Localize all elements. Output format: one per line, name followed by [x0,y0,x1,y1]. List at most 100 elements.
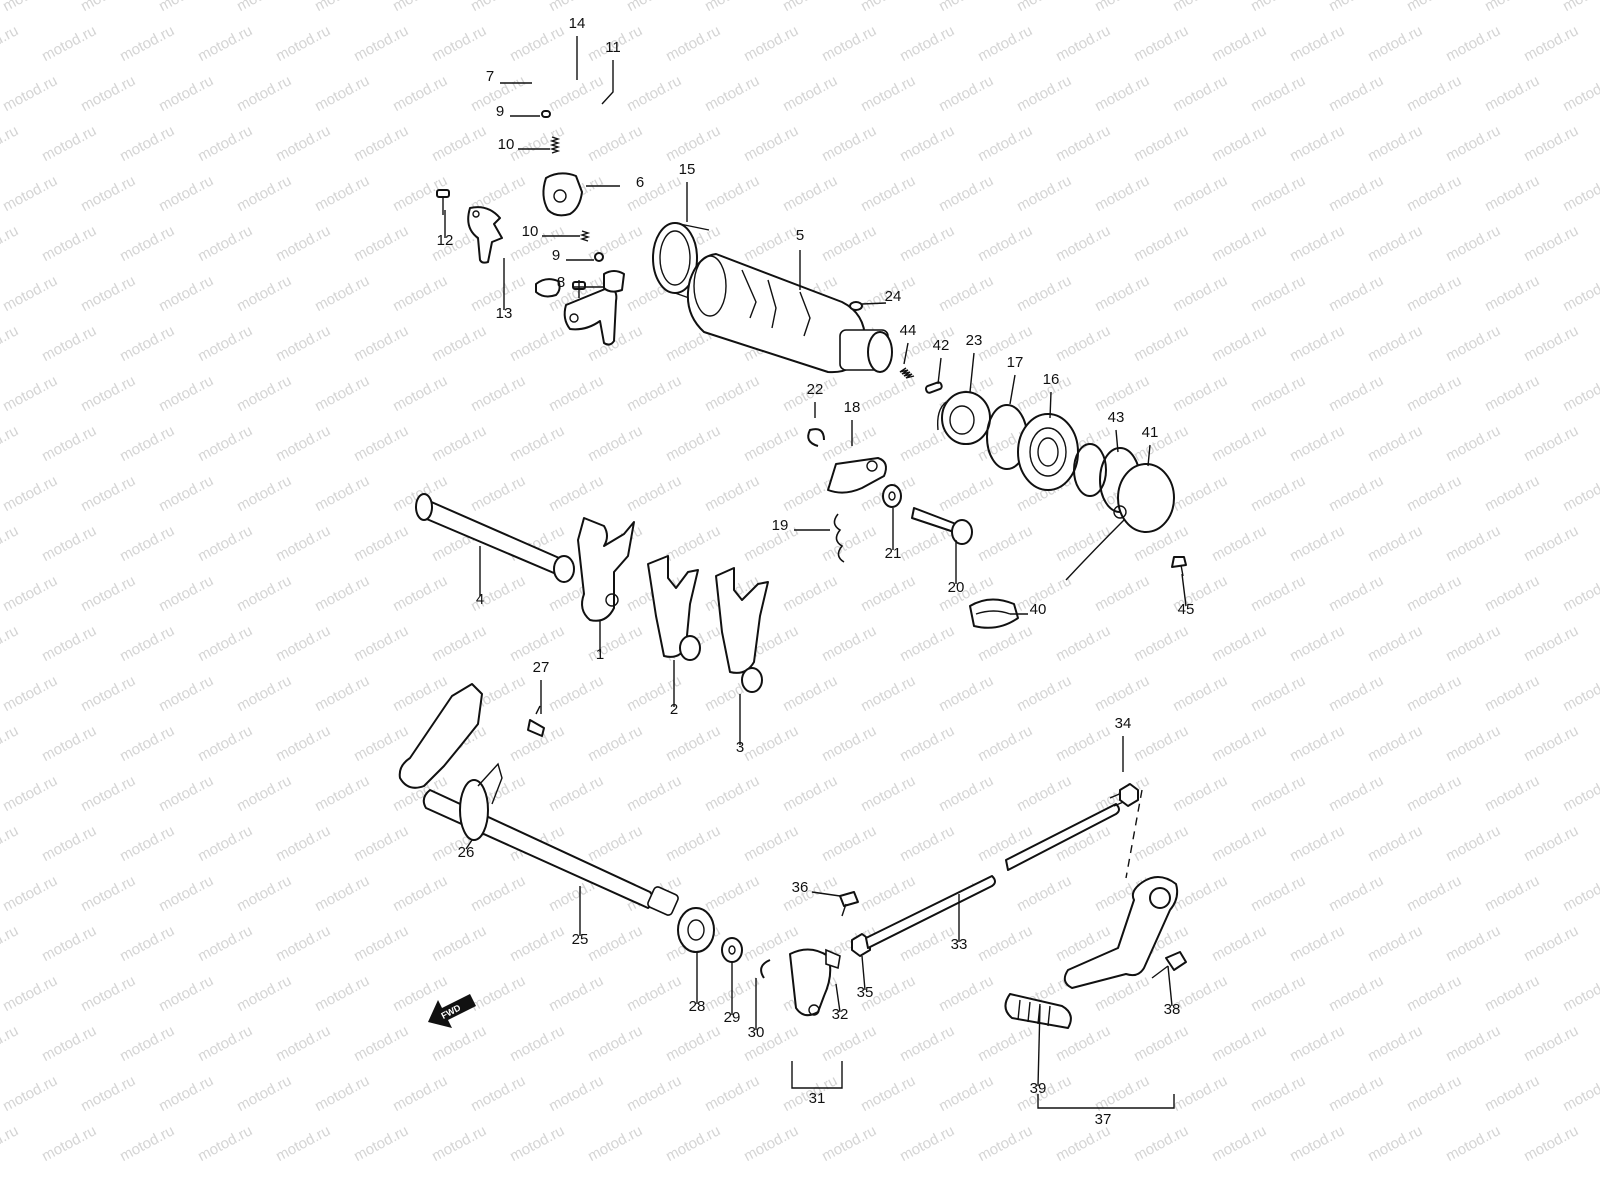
leader-line [1167,965,1173,1007]
part-callout-6: 6 [636,174,644,191]
part-callout-13: 13 [496,305,513,322]
dash-line [1125,789,1143,879]
part-callout-15: 15 [679,161,696,178]
part-callout-29: 29 [724,1009,741,1026]
part-29-seal [677,907,715,953]
part-callout-16: 16 [1043,371,1060,388]
part-callout-35: 35 [857,984,874,1001]
part-callout-9: 9 [496,103,504,120]
part-19-spring [833,513,845,563]
part-1-fork [577,517,635,622]
part-callout-45: 45 [1178,601,1195,618]
leader-line [1049,391,1052,419]
part-23-stopper [936,391,991,445]
part-callout-5: 5 [796,227,804,244]
part-30-washer [721,937,743,963]
part-39-pin [1151,951,1187,979]
part-callout-11: 11 [605,39,621,56]
leader-line [601,60,614,105]
part-callout-41: 41 [1142,424,1159,441]
part-33-joint [789,948,841,1017]
leader-line [937,357,942,385]
part-callout-39: 39 [1030,1080,1047,1097]
leader-line [1009,374,1016,405]
part-11-plate [563,286,618,346]
leader-line [969,352,975,393]
leader-line [861,955,866,991]
part-10b-spring [579,230,591,242]
leader-line [903,342,909,365]
part-22-clip [807,428,825,447]
part-3-fork [715,567,769,693]
part-43-pin [924,381,943,394]
part-14-bolt [572,280,586,298]
part-callout-2: 2 [670,701,678,718]
part-callout-34: 34 [1115,715,1132,732]
part-callout-22: 22 [807,381,824,398]
part-12-screw [436,189,450,215]
part-callout-4: 4 [476,591,484,608]
part-callout-19: 19 [772,517,789,534]
callout-layer: 1234567899101011121314151617181920212223… [437,15,1195,1128]
part-6-cam [542,172,583,217]
part-callout-14: 14 [569,15,586,32]
leader-line [835,983,841,1013]
leader-line [465,839,473,850]
part-callout-21: 21 [885,545,902,562]
part-callout-1: 1 [596,646,604,663]
part-8-cap [603,270,625,293]
part-41-cap [969,598,1019,629]
part-18-arm [827,457,887,494]
part-34-rod [865,791,1129,949]
part-26-shaft [398,683,679,916]
part-4-rod [415,493,575,583]
part-callout-23: 23 [966,332,983,349]
part-callout-26: 26 [458,844,475,861]
part-callout-10: 10 [498,136,515,153]
part-2-fork [647,555,701,661]
part-25-circlip [1073,443,1107,497]
part-38-lever [1004,876,1179,1029]
part-9b-pin [594,252,604,262]
part-24-pin [849,301,863,311]
part-42-cover [1065,463,1175,581]
part-46-bolt [1171,556,1187,577]
part-13-plate [467,206,503,264]
part-20-bolt [911,507,973,545]
part-callout-40: 40 [1030,601,1047,618]
leader-line [861,302,887,305]
leader-line [1037,1005,1041,1087]
part-callout-42: 42 [933,337,950,354]
part-5-cam-drum [686,253,893,374]
part-callout-32: 32 [832,1006,849,1023]
part-9-pin [541,110,551,118]
part-31-clip [760,959,771,979]
part-28-bolt [527,705,545,737]
part-callout-38: 38 [1164,1001,1181,1018]
leader-line [1037,1094,1175,1109]
part-16-bearing [1017,413,1079,491]
part-callout-7: 7 [486,68,494,85]
part-callout-36: 36 [792,879,809,896]
leader-line [1147,444,1151,467]
part-callout-17: 17 [1007,354,1024,371]
part-7-cap [535,278,561,298]
part-callout-24: 24 [885,288,902,305]
part-callout-37: 37 [1095,1111,1112,1128]
part-callout-44: 44 [900,322,917,339]
fwd-arrow-icon: FWD [428,994,476,1028]
part-35-nut [1119,783,1139,807]
part-callout-20: 20 [948,579,965,596]
part-callout-43: 43 [1108,409,1125,426]
part-callout-28: 28 [689,998,706,1015]
part-45-spring [899,367,915,379]
part-callout-10: 10 [522,223,539,240]
part-21-washer [882,484,902,508]
leader-line [791,1061,843,1089]
leader-line [1181,573,1187,607]
part-callout-8: 8 [557,274,565,291]
part-callout-3: 3 [736,739,744,756]
part-callout-12: 12 [437,232,454,249]
